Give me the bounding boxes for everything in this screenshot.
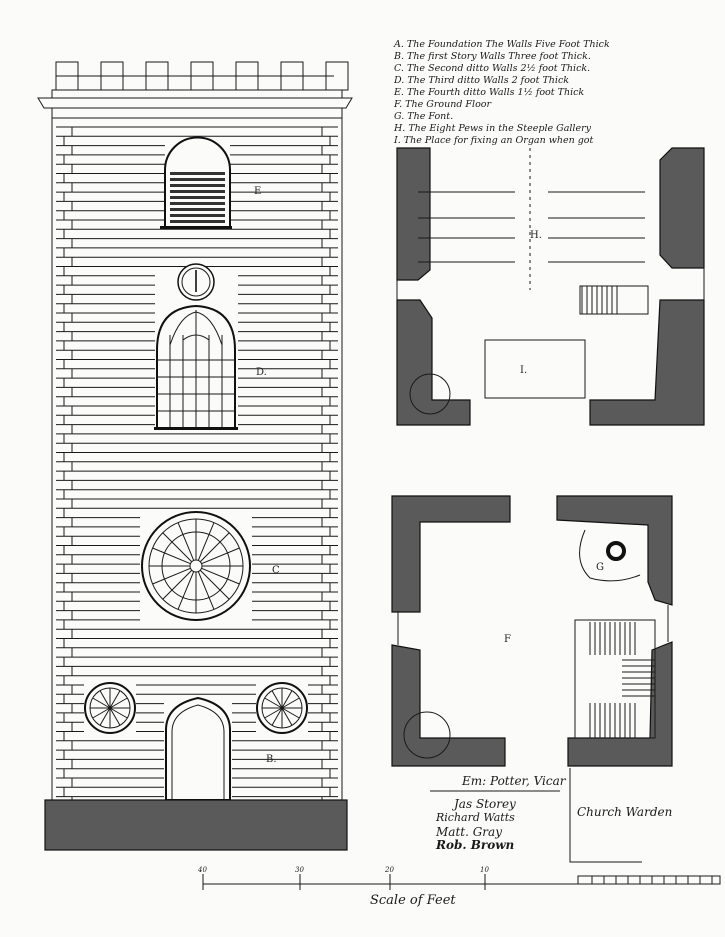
label-g: G — [596, 562, 604, 573]
legend-item: F. The Ground Floor — [393, 99, 493, 110]
round-windows — [84, 682, 308, 734]
font-icon — [606, 541, 626, 561]
label-c: C — [272, 565, 280, 576]
spiral-stair — [409, 373, 451, 415]
legend-item: E. The Fourth ditto Walls 1½ foot Thick — [393, 87, 584, 98]
louvres — [170, 172, 225, 223]
signature: Rob. Brown — [435, 838, 514, 852]
scale-tick: 20 — [384, 866, 394, 874]
label-i: I. — [520, 365, 527, 376]
doorway — [165, 696, 231, 801]
label-e: E — [254, 186, 261, 197]
signature: Em: Potter, Vicar — [461, 774, 567, 788]
legend-item: A. The Foundation The Walls Five Foot Th… — [393, 39, 610, 50]
staircase — [579, 285, 649, 315]
legend-item: H. The Eight Pews in the Steeple Gallery — [393, 123, 592, 134]
ground-floor-plan: F G — [391, 495, 673, 767]
foundation — [44, 799, 348, 851]
tower-elevation: E D. C B. — [37, 61, 353, 851]
legend-item: C. The Second ditto Walls 2½ foot Thick. — [394, 63, 590, 74]
masonry-courses — [56, 126, 338, 806]
gallery-pews — [418, 148, 645, 290]
dentil-band — [51, 107, 343, 119]
organ-place — [484, 339, 586, 399]
label-d: D. — [256, 367, 267, 378]
legend-item: I. The Place for fixing an Organ when go… — [393, 135, 594, 146]
louvred-window — [164, 136, 231, 229]
staircase — [574, 619, 656, 739]
church-warden-label: Church Warden — [577, 805, 672, 819]
legend-item: B. The first Story Walls Three foot Thic… — [393, 51, 591, 62]
window-sill — [160, 226, 232, 229]
label-b: B. — [266, 754, 277, 765]
window-tracery — [157, 310, 235, 428]
scale-tick: 40 — [197, 866, 207, 874]
battlements — [55, 61, 349, 91]
spiral-stair — [403, 711, 451, 759]
signature: Matt. Gray — [435, 825, 502, 839]
scale-tick: 10 — [480, 866, 489, 874]
signature: Richard Watts — [435, 811, 515, 824]
scale-bar: 40 30 20 10 Scale of Feet — [197, 866, 721, 908]
gallery-plan: H. I. — [396, 147, 705, 426]
parapet — [51, 89, 343, 99]
legend: A. The Foundation The Walls Five Foot Th… — [393, 39, 610, 146]
signature: Jas Storey — [451, 797, 516, 811]
label-h: H. — [530, 230, 542, 241]
legend-item: D. The Third ditto Walls 2 foot Thick — [393, 75, 569, 86]
label-f: F — [504, 634, 511, 645]
scale-label: Scale of Feet — [370, 893, 456, 908]
rose-window — [141, 511, 251, 621]
signatures: Em: Potter, Vicar Jas Storey Richard Wat… — [430, 768, 672, 863]
legend-item: G. The Font. — [394, 111, 453, 122]
scale-tick: 30 — [295, 866, 304, 874]
cornice — [37, 97, 353, 109]
